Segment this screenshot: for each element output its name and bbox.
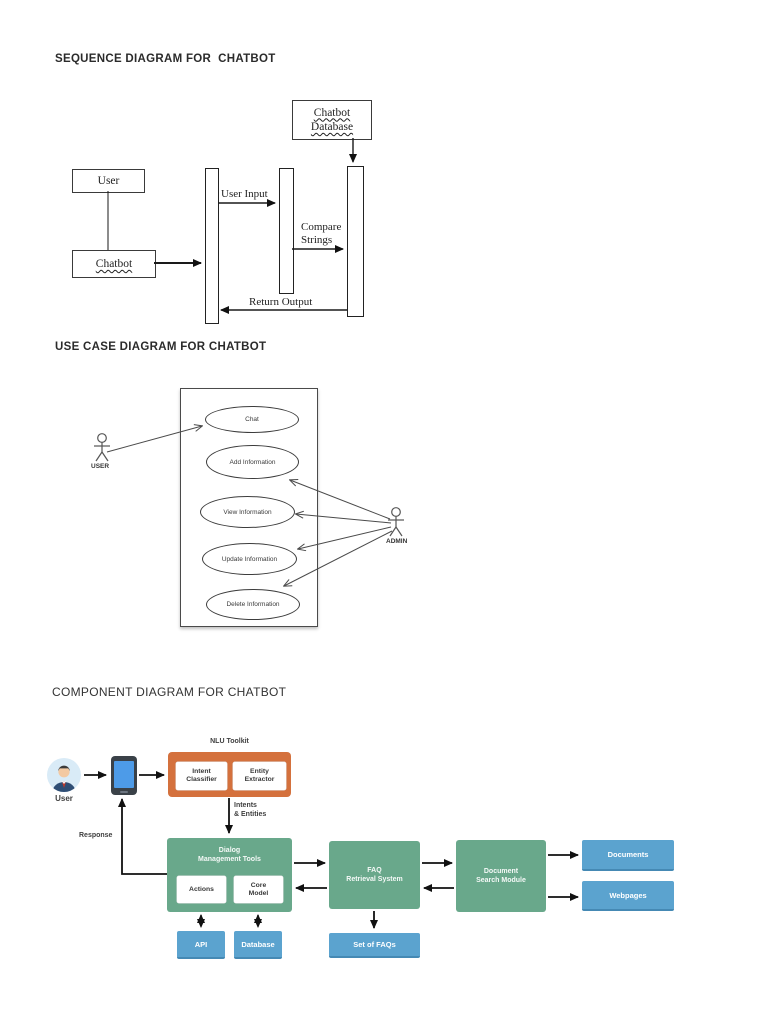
- document-search-module-box: Document Search Module: [456, 840, 546, 912]
- message-return-output: Return Output: [249, 296, 313, 308]
- usecase-label-add-information: Add Information: [229, 458, 276, 466]
- usecase-oval-chat: Chat: [205, 406, 299, 433]
- smartphone-screen: [114, 761, 134, 788]
- user-avatar: [47, 758, 81, 792]
- chatbot-box: Chatbot: [72, 250, 156, 278]
- actor-user-label: USER: [91, 463, 110, 470]
- faq-retrieval-system-box: FAQ Retrieval System: [329, 841, 420, 909]
- usecase-oval-add-information: Add Information: [206, 445, 299, 479]
- user-avatar-icon: [47, 758, 81, 792]
- smartphone-home-button: [120, 790, 128, 793]
- entity-extractor-box: Entity Extractor: [233, 762, 286, 790]
- usecase-oval-update-information: Update Information: [202, 543, 297, 575]
- chatbot-database-box: Chatbot Database: [292, 100, 372, 140]
- chatbot-label: Chatbot: [95, 257, 133, 270]
- component-diagram-title: COMPONENT DIAGRAM FOR CHATBOT: [52, 685, 287, 699]
- actor-admin-label: ADMIN: [386, 538, 408, 545]
- documents-box: Documents: [582, 840, 674, 871]
- usecase-label-delete-information: Delete Information: [226, 601, 280, 608]
- document-search-module-label: Document Search Module: [476, 867, 526, 884]
- intent-classifier-box: Intent Classifier: [176, 762, 227, 790]
- sequence-diagram-title: SEQUENCE DIAGRAM FOR CHATBOT: [55, 53, 276, 65]
- dialog-management-tools-label: Dialog Management Tools: [198, 847, 261, 864]
- component-user-label: User: [55, 794, 73, 803]
- usecase-label-update-information: Update Information: [221, 555, 278, 563]
- nlu-toolkit-title: NLU Toolkit: [210, 738, 249, 745]
- set-of-faqs-box: Set of FAQs: [329, 933, 420, 958]
- usecase-diagram-title: USE CASE DIAGRAM FOR CHATBOT: [55, 341, 267, 353]
- user-label: User: [97, 174, 120, 187]
- usecase-oval-delete-information: Delete Information: [206, 589, 300, 620]
- webpages-box: Webpages: [582, 881, 674, 911]
- api-box: API: [177, 931, 225, 959]
- usecase-label-view-information: View Information: [223, 508, 272, 516]
- core-model-box: Core Model: [234, 876, 283, 903]
- response-label: Response: [79, 832, 113, 839]
- usecase-oval-view-information: View Information: [200, 496, 295, 528]
- activation-bar-1: [205, 168, 219, 324]
- faq-retrieval-system-label: FAQ Retrieval System: [346, 866, 403, 883]
- database-box: Database: [234, 931, 282, 959]
- message-user-input: User Input: [221, 188, 268, 200]
- usecase-label-chat: Chat: [245, 416, 259, 423]
- actions-box: Actions: [177, 876, 226, 903]
- message-compare-strings: Compare Strings: [301, 221, 342, 246]
- chatbot-database-label: Chatbot Database: [310, 106, 354, 133]
- activation-bar-3: [347, 166, 364, 317]
- activation-bar-2: [279, 168, 294, 294]
- smartphone-icon: [111, 756, 137, 795]
- intents-entities-label: Intents & Entities: [234, 802, 267, 818]
- user-box: User: [72, 169, 145, 193]
